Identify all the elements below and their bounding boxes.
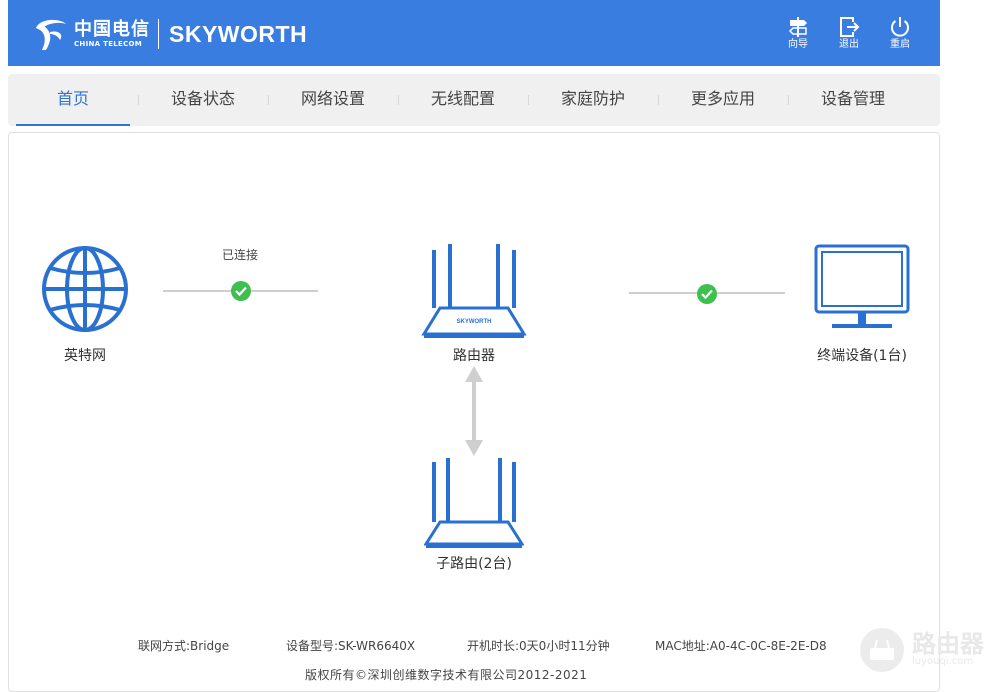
logo-divider xyxy=(158,19,159,49)
nav-divider xyxy=(398,95,399,105)
tab-home-protection[interactable]: 家庭防护 xyxy=(560,89,625,108)
subrouter-icon[interactable] xyxy=(424,458,524,550)
terminal-label: 终端设备(1台) xyxy=(817,348,907,364)
main-nav: 首页 设备状态 网络设置 无线配置 家庭防护 更多应用 设备管理 xyxy=(8,74,940,126)
tab-device-management[interactable]: 设备管理 xyxy=(820,89,885,108)
tab-more-apps[interactable]: 更多应用 xyxy=(690,89,755,108)
partner-brand: SKYWORTH xyxy=(169,20,308,47)
logout-icon xyxy=(840,17,860,37)
router-brand-text: SKYWORTH xyxy=(457,319,492,325)
router-label: 路由器 xyxy=(453,348,495,364)
china-telecom-logo-icon xyxy=(36,19,66,50)
internet-label: 英特网 xyxy=(64,348,106,364)
logout-button[interactable]: 退出 xyxy=(834,16,864,60)
mesh-link-arrow-icon xyxy=(465,366,483,456)
tab-device-status[interactable]: 设备状态 xyxy=(170,89,235,108)
tab-network-settings[interactable]: 网络设置 xyxy=(300,89,365,108)
mac-address: MAC地址:A0-4C-0C-8E-2E-D8 xyxy=(655,639,827,653)
nav-divider xyxy=(788,95,789,105)
power-icon xyxy=(891,17,909,37)
nav-divider xyxy=(268,95,269,105)
connected-check-icon xyxy=(231,281,251,301)
watermark-router-icon xyxy=(860,628,904,672)
subrouter-label: 子路由(2台) xyxy=(436,556,512,572)
wizard-button[interactable]: 向导 xyxy=(783,16,813,60)
watermark: 路由器 luyouqi.com xyxy=(858,626,984,674)
top-header: 中国电信 CHINA TELECOM SKYWORTH 向导 退出 重启 xyxy=(8,0,940,66)
router-icon[interactable]: SKYWORTH xyxy=(420,244,528,338)
uptime: 开机时长:0天0小时11分钟 xyxy=(467,639,610,653)
monitor-icon[interactable] xyxy=(812,244,912,332)
wan-status-text: 已连接 xyxy=(221,248,258,262)
device-model: 设备型号:SK-WR6640X xyxy=(286,639,416,653)
brand-en: CHINA TELECOM xyxy=(74,39,143,48)
nav-divider xyxy=(138,95,139,105)
logout-label: 退出 xyxy=(839,39,859,50)
signpost-icon xyxy=(788,17,807,37)
wizard-label: 向导 xyxy=(788,39,808,50)
connection-type: 联网方式:Bridge xyxy=(138,639,230,653)
reboot-label: 重启 xyxy=(890,39,910,50)
nav-divider xyxy=(528,95,529,105)
terminal-check-icon xyxy=(697,284,717,304)
tab-home[interactable]: 首页 xyxy=(8,74,138,126)
nav-divider xyxy=(658,95,659,105)
watermark-subtitle: luyouqi.com xyxy=(912,656,974,667)
tab-wireless-config[interactable]: 无线配置 xyxy=(430,89,495,108)
copyright: 版权所有©深圳创维数字技术有限公司2012-2021 xyxy=(305,668,588,682)
reboot-button[interactable]: 重启 xyxy=(885,16,915,60)
brand-logo: 中国电信 CHINA TELECOM SKYWORTH xyxy=(30,12,307,56)
watermark-title: 路由器 xyxy=(912,630,984,658)
brand-cn: 中国电信 xyxy=(74,18,150,40)
globe-icon[interactable] xyxy=(40,244,130,334)
